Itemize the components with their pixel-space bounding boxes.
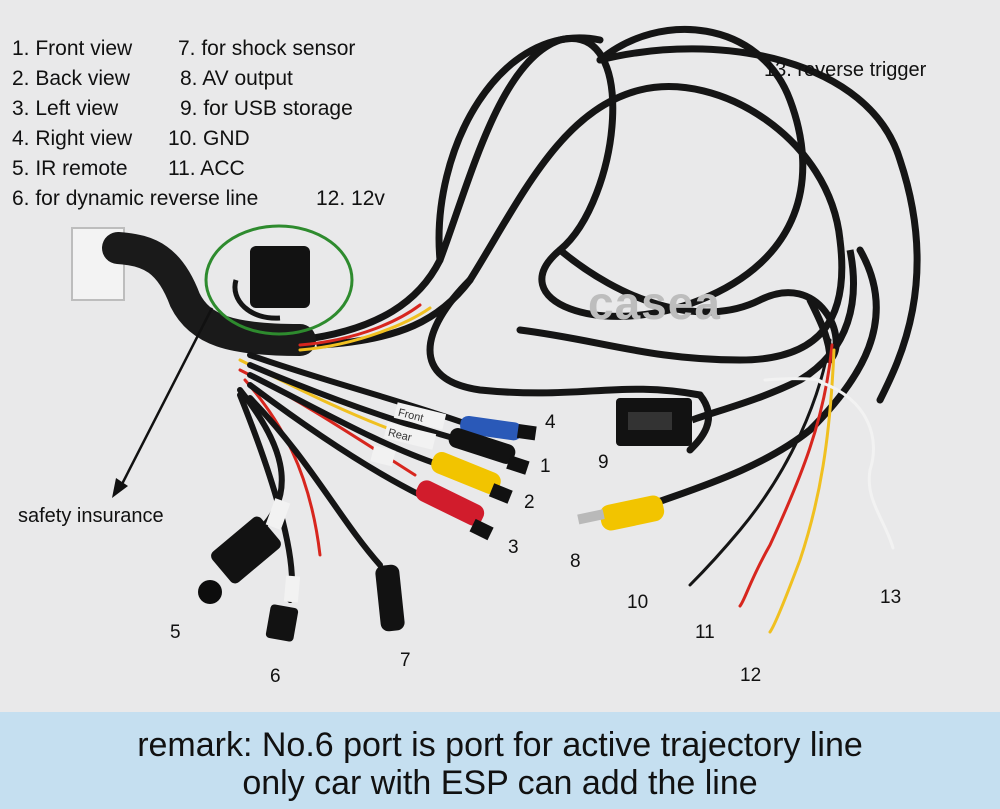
- shock-sensor-connector: [375, 564, 405, 632]
- port-number-2: 2: [524, 492, 535, 513]
- port-number-5: 5: [170, 622, 181, 643]
- safety-insurance-label: safety insurance: [18, 505, 164, 527]
- legend-item-3: 3. Left view: [12, 97, 119, 120]
- port-number-3: 3: [508, 537, 519, 558]
- port-number-12: 12: [740, 665, 761, 686]
- ir-remote-jack: [198, 516, 281, 604]
- legend-item-7: 7. for shock sensor: [178, 37, 356, 60]
- port-number-13: 13: [880, 587, 901, 608]
- legend-item-2: 2. Back view: [12, 67, 130, 90]
- legend-item-10: 10. GND: [168, 127, 250, 150]
- legend-item-12: 12. 12v: [316, 187, 385, 210]
- legend-item-11: 11. ACC: [168, 157, 245, 180]
- cable-tag-rear: [383, 422, 437, 450]
- remark-line-2: only car with ESP can add the line: [242, 764, 758, 802]
- safety-arrow: [118, 307, 214, 489]
- brand-watermark: casea: [588, 277, 721, 329]
- legend-item-5: 5. IR remote: [12, 157, 128, 180]
- port-number-4: 4: [545, 412, 556, 433]
- port-number-1: 1: [540, 456, 551, 477]
- av-output-plug: [577, 495, 665, 531]
- highlight-circle: [204, 224, 354, 336]
- cable-harness-photo: Front Rear: [71, 25, 921, 687]
- cable-tag-rear-text: Rear: [387, 427, 413, 444]
- fuse-holder: [250, 246, 310, 308]
- remark-line-1: remark: No.6 port is port for active tra…: [137, 726, 863, 764]
- legend-item-1: 1. Front view: [12, 37, 133, 60]
- port-number-10: 10: [627, 592, 648, 613]
- legend-item-9: 9. for USB storage: [180, 97, 353, 120]
- port-number-8: 8: [570, 551, 581, 572]
- port-number-7: 7: [400, 650, 411, 671]
- rca-plug-3: [415, 480, 494, 541]
- cable-tag-front: [393, 402, 447, 430]
- legend-item-8: 8. AV output: [180, 67, 293, 90]
- legend-item-13: 13. reverse trigger: [764, 59, 927, 81]
- port-number-6: 6: [270, 666, 281, 687]
- rca-plug-1: [448, 428, 530, 475]
- remark-footer: remark: No.6 port is port for active tra…: [0, 712, 1000, 809]
- port-number-11: 11: [695, 622, 715, 643]
- dynamic-line-port: [265, 604, 299, 642]
- legend-item-4: 4. Right view: [12, 127, 133, 150]
- rca-plug-2: [431, 452, 513, 504]
- port-number-9: 9: [598, 452, 609, 473]
- legend-item-6: 6. for dynamic reverse line: [12, 187, 259, 210]
